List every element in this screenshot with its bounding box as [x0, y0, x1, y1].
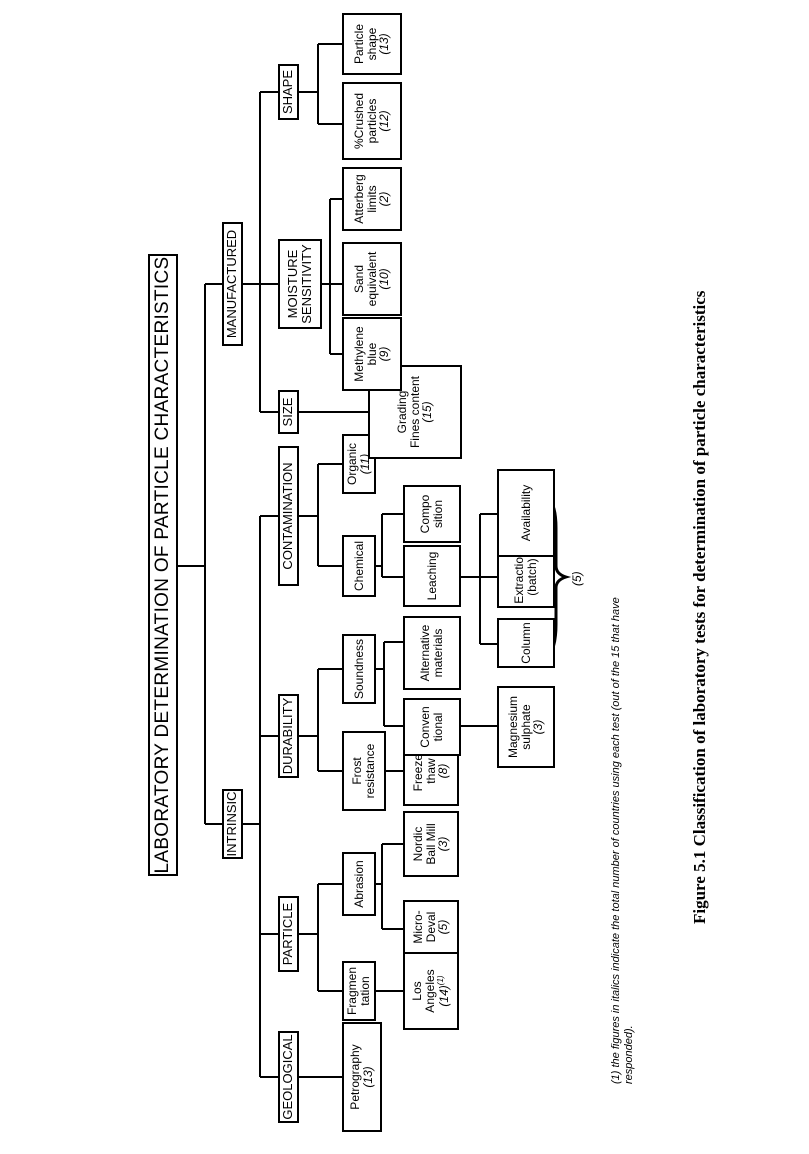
category-manufactured: MANUFACTURED [222, 222, 243, 346]
test-column: Column [497, 618, 555, 668]
group-contamination: CONTAMINATION [278, 446, 299, 586]
footnote: (1) the figures in italics indicate the … [610, 597, 636, 1084]
subgroup-abrasion: Abrasion [342, 852, 376, 916]
test-petrography: Petrography(13) [342, 1022, 382, 1132]
category-intrinsic: INTRINSIC [222, 789, 243, 859]
subgroup-chemical: Chemical [342, 535, 376, 597]
subgroup-leaching: Leaching [403, 545, 461, 607]
subgroup-soundness: Soundness [342, 634, 376, 704]
test-micro-deval: Micro-Deval(5) [403, 900, 459, 954]
group-durability: DURABILITY [278, 694, 299, 778]
group-geological: GEOLOGICAL [278, 1031, 299, 1123]
leaching-group-count: (5) [570, 571, 584, 586]
test-availability: Availability [497, 469, 555, 557]
group-size: SIZE [278, 390, 299, 434]
group-particle: PARTICLE [278, 896, 299, 972]
diagram-title: LABORATORY DETERMINATION OF PARTICLE CHA… [148, 254, 178, 876]
figure-caption: Figure 5.1 Classification of laboratory … [690, 290, 709, 924]
group-shape: SHAPE [278, 64, 299, 120]
